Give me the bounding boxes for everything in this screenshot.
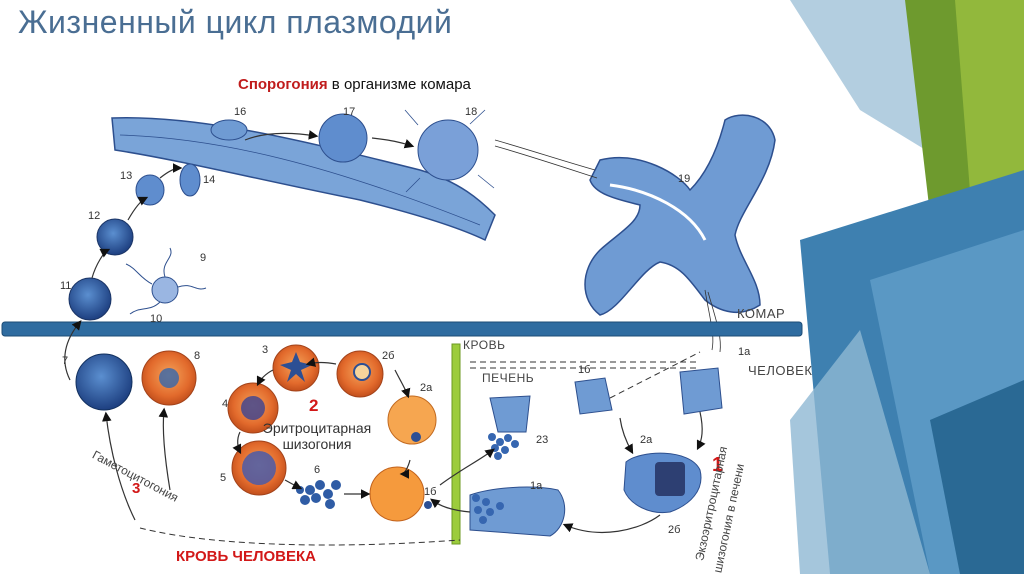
cell-label-14: 10: [150, 313, 163, 325]
cell-5: [387, 395, 437, 445]
page-title: Жизненный цикл плазмодий: [18, 4, 453, 40]
dashed-paths: [139, 351, 701, 546]
cell-1a: [679, 367, 723, 415]
cell-20: [318, 113, 368, 163]
cell-10-merozoites: [296, 480, 341, 509]
cell-3-merozoites: [472, 494, 504, 524]
cell-label-13: 9: [200, 252, 207, 264]
label-erythrocytic-schizogony: Эритроцитарная шизогония: [262, 420, 372, 452]
cell-label-18: 14: [203, 174, 216, 186]
cell-3: [469, 486, 566, 537]
cell-label-7: 3: [262, 344, 269, 356]
cell-label-10: 6: [314, 464, 321, 476]
cell-13: [151, 276, 179, 304]
cell-label-15: 11: [60, 280, 72, 292]
cell-16: [96, 218, 134, 256]
label-mosquito: КОМАР: [737, 306, 786, 321]
cell-label-12: 8: [194, 350, 201, 362]
cell-label-16: 12: [88, 210, 101, 222]
cell-label-19: 16: [234, 106, 247, 118]
cell-label-23: 23: [536, 434, 549, 446]
cell-21-spikes: [404, 109, 495, 193]
subtitle-rest: в организме комара: [327, 76, 471, 93]
cell-label-8: 4: [222, 398, 229, 410]
cell-label-2b: 2б: [668, 524, 681, 536]
cell-23: [489, 395, 531, 433]
cell-23-merozoites: [488, 433, 519, 460]
blood-liver-divider: [451, 343, 461, 545]
stage-number-2: 2: [309, 396, 319, 415]
cell-19: [210, 119, 248, 141]
cell-label-17: 13: [120, 170, 133, 182]
cell-label-5: 2a: [420, 382, 433, 394]
cell-label-21: 18: [465, 106, 478, 118]
cell-label-9: 5: [220, 472, 227, 484]
label-human-blood: КРОВЬ ЧЕЛОВЕКА: [176, 548, 316, 565]
cell-4: [369, 466, 425, 522]
label-liver: ПЕЧЕНЬ: [482, 371, 535, 385]
cell-18: [179, 163, 201, 197]
cycle-arrows: [64, 130, 706, 534]
cell-label-20: 17: [343, 106, 356, 118]
subtitle-highlight: Спорогония: [238, 76, 328, 93]
cell-15: [68, 277, 112, 321]
cell-11: [75, 353, 133, 411]
cell-21: [417, 119, 479, 181]
cell-label-1b: 1б: [578, 364, 591, 376]
subtitle: Спорогония в организме комара: [238, 76, 471, 93]
stage-number-3: 3: [132, 480, 141, 497]
label-blood: КРОВЬ: [463, 338, 506, 352]
cell-label-3: 1a: [530, 480, 543, 492]
cell-label-4: 1б: [424, 486, 437, 498]
cell-17: [135, 174, 165, 206]
cell-1b: [574, 377, 613, 415]
cell-label-11: 7: [62, 355, 69, 367]
host-divider: [1, 321, 803, 337]
cell-label-2a: 2a: [640, 434, 653, 446]
cell-label-6: 2б: [382, 350, 395, 362]
cell-label-22: 19: [678, 173, 691, 185]
cell-label-1a: 1a: [738, 346, 751, 358]
stage-number-1: 1: [712, 454, 724, 476]
cell-13-flagella: [125, 247, 207, 315]
label-human: ЧЕЛОВЕК: [748, 363, 813, 378]
salivary-gland: [584, 114, 776, 316]
midgut-epithelium: [111, 117, 496, 242]
